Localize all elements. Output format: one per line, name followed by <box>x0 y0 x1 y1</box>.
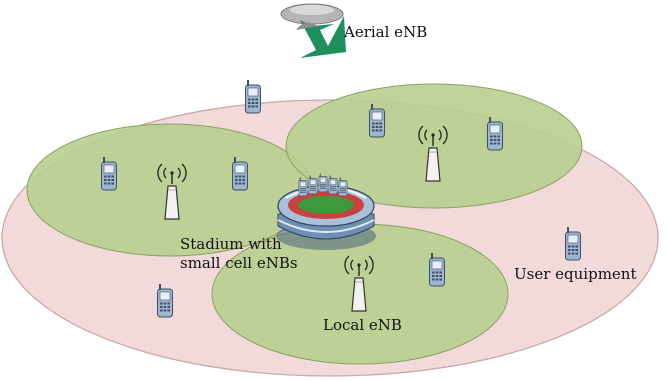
mobile-phone-icon <box>369 104 385 138</box>
aerial-enb-label: Aerial eNB <box>343 23 427 41</box>
mobile-phone-icon <box>245 80 261 114</box>
aerial-enb-icon <box>280 3 346 58</box>
mobile-phone-icon <box>487 117 503 151</box>
mobile-phone-icon <box>565 227 581 261</box>
small-cell-right <box>285 83 583 209</box>
stadium-label-line1: Stadium with <box>180 235 282 253</box>
stadium-icon <box>276 173 376 250</box>
stadium-label-line2: small cell eNBs <box>180 254 298 272</box>
mobile-phone-icon <box>429 253 445 287</box>
mobile-phone-icon <box>101 157 117 191</box>
user-equipment-label: User equipment <box>514 265 636 283</box>
local-enb-label: Local eNB <box>323 316 402 334</box>
mobile-phone-icon <box>157 284 173 318</box>
mobile-phone-icon <box>232 157 248 191</box>
